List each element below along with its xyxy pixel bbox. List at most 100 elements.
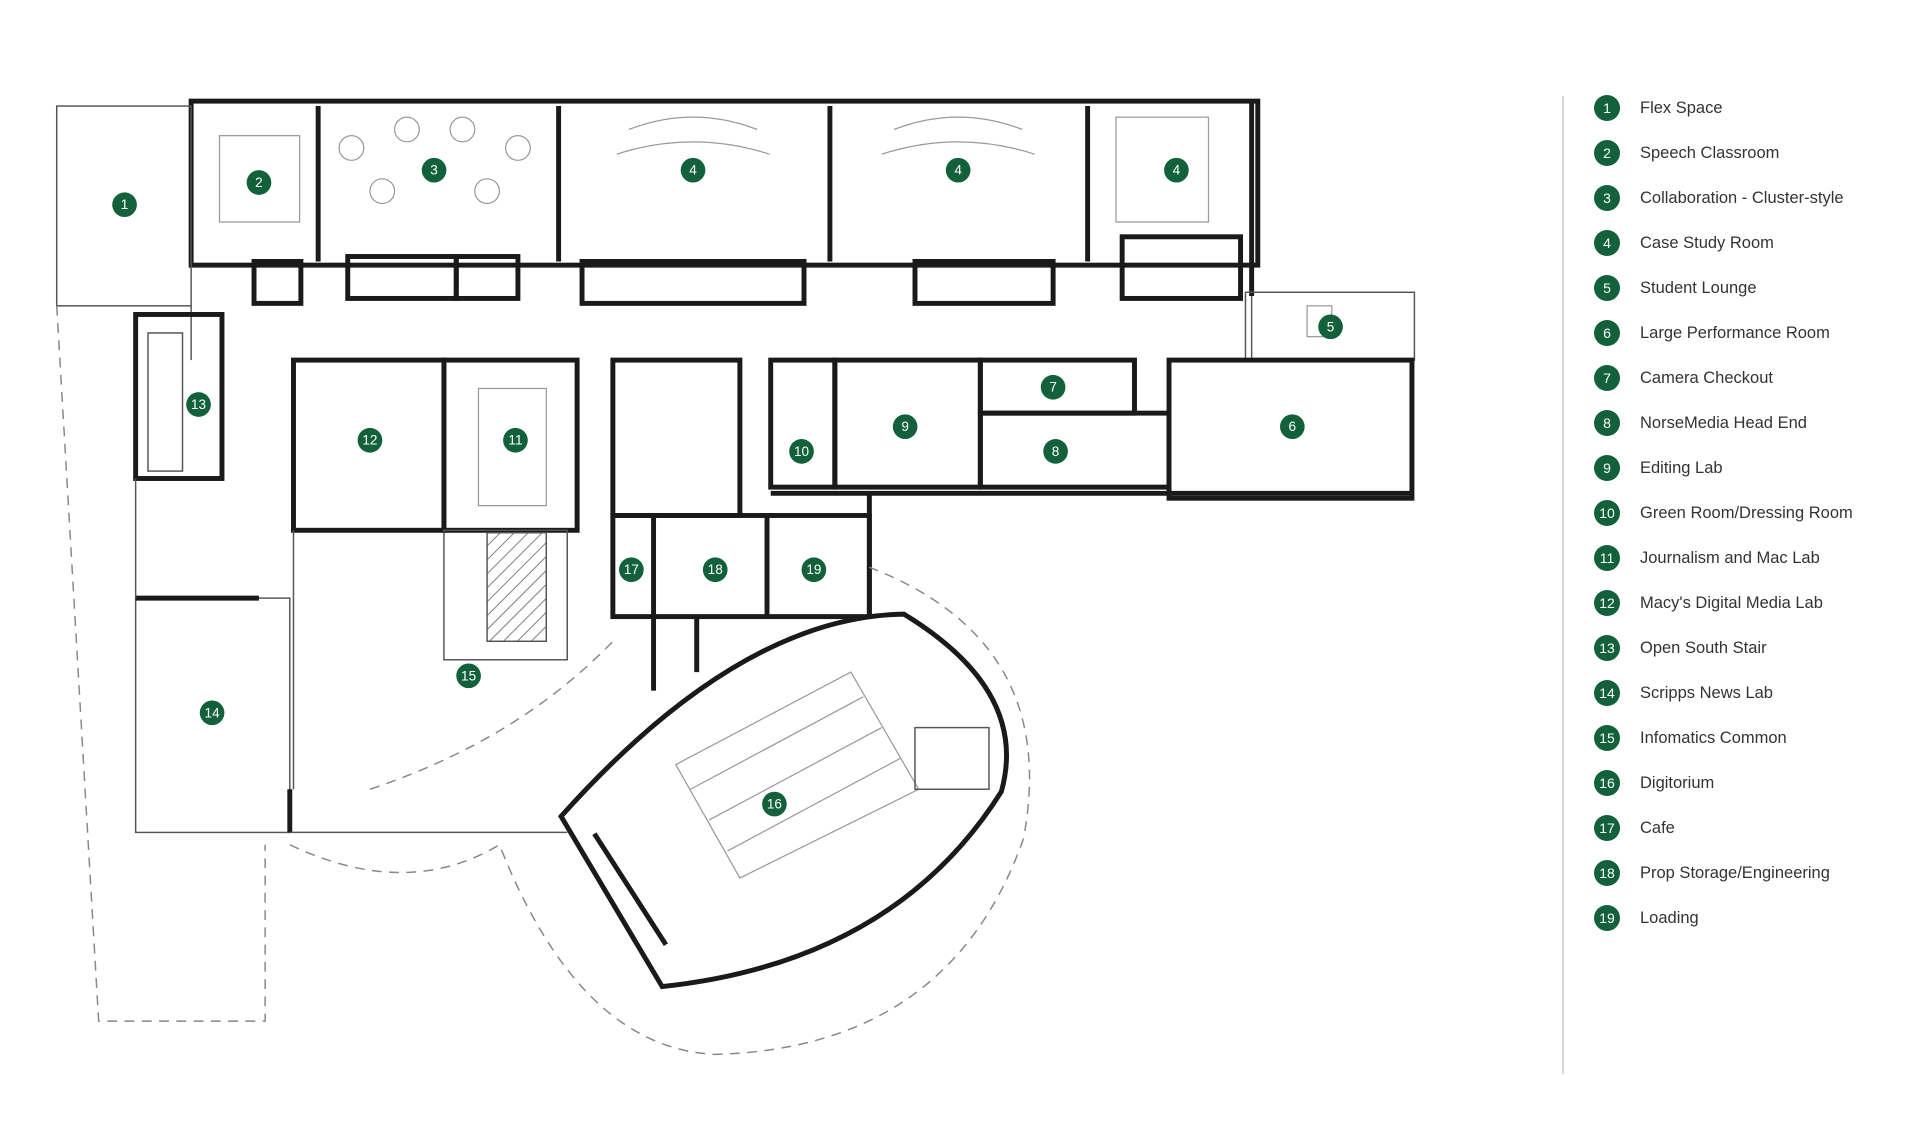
marker-circle bbox=[503, 427, 528, 453]
legend-label: Case Study Room bbox=[1640, 233, 1774, 252]
room-marker-1: 1 bbox=[112, 192, 137, 218]
legend-label: Prop Storage/Engineering bbox=[1640, 863, 1830, 882]
legend-label: Scripps News Lab bbox=[1640, 683, 1773, 702]
marker-number: 17 bbox=[624, 562, 639, 577]
room-marker-3: 3 bbox=[421, 157, 447, 183]
legend-item: 4 Case Study Room bbox=[1594, 228, 1774, 258]
legend-number-badge: 8 bbox=[1594, 410, 1620, 436]
legend-label: Open South Stair bbox=[1640, 638, 1767, 657]
room-marker-8: 8 bbox=[1043, 439, 1068, 464]
legend-label: Camera Checkout bbox=[1640, 368, 1773, 387]
marker-circle bbox=[789, 439, 814, 464]
marker-circle bbox=[1043, 439, 1068, 464]
marker-number: 7 bbox=[1049, 380, 1057, 395]
marker-number: 4 bbox=[1173, 163, 1181, 178]
room-marker-16: 16 bbox=[762, 791, 787, 817]
marker-circle bbox=[619, 557, 644, 583]
legend-item: 13 Open South Stair bbox=[1594, 633, 1767, 663]
marker-number: 11 bbox=[508, 433, 522, 448]
marker-circle bbox=[421, 157, 447, 183]
marker-number: 4 bbox=[954, 163, 962, 178]
marker-circle bbox=[892, 414, 918, 440]
room-marker-4: 4 bbox=[1164, 157, 1189, 183]
legend-number-badge: 11 bbox=[1594, 545, 1620, 571]
room-marker-4: 4 bbox=[680, 157, 706, 183]
marker-circle bbox=[456, 663, 481, 689]
building-walls bbox=[55, 98, 1416, 990]
legend-number-badge: 17 bbox=[1594, 815, 1620, 841]
legend-item: 16 Digitorium bbox=[1594, 768, 1714, 798]
marker-number: 10 bbox=[794, 444, 809, 459]
legend-number-badge: 5 bbox=[1594, 275, 1620, 301]
room-marker-13: 13 bbox=[186, 392, 211, 417]
room-marker-12: 12 bbox=[357, 427, 383, 453]
legend-number-badge: 13 bbox=[1594, 635, 1620, 661]
marker-circle bbox=[680, 157, 706, 183]
room-marker-15: 15 bbox=[456, 663, 481, 689]
legend-number-badge: 12 bbox=[1594, 590, 1620, 616]
legend-number-badge: 4 bbox=[1594, 230, 1620, 256]
room-marker-17: 17 bbox=[619, 557, 644, 583]
legend-label: Macy's Digital Media Lab bbox=[1640, 593, 1823, 612]
room-marker-10: 10 bbox=[789, 439, 814, 464]
marker-circle bbox=[1318, 314, 1343, 340]
legend-number-badge: 14 bbox=[1594, 680, 1620, 706]
legend-number-badge: 2 bbox=[1594, 140, 1620, 166]
marker-number: 2 bbox=[255, 175, 263, 190]
marker-number: 13 bbox=[191, 397, 206, 412]
legend-label: Loading bbox=[1640, 908, 1699, 927]
legend-item: 5 Student Lounge bbox=[1594, 273, 1757, 303]
legend-label: Student Lounge bbox=[1640, 278, 1757, 297]
marker-circle bbox=[186, 392, 211, 417]
marker-circle bbox=[702, 557, 728, 583]
room-marker-6: 6 bbox=[1280, 414, 1305, 440]
marker-number: 5 bbox=[1327, 319, 1335, 334]
marker-circle bbox=[357, 427, 383, 453]
marker-number: 18 bbox=[708, 562, 723, 577]
legend-label: NorseMedia Head End bbox=[1640, 413, 1807, 432]
legend-number-badge: 3 bbox=[1594, 185, 1620, 211]
marker-circle bbox=[801, 557, 827, 583]
marker-number: 4 bbox=[689, 163, 697, 178]
marker-number: 14 bbox=[205, 705, 221, 720]
legend-label: Flex Space bbox=[1640, 98, 1723, 117]
legend-number-badge: 19 bbox=[1594, 905, 1620, 931]
marker-circle bbox=[1040, 374, 1066, 400]
room-marker-19: 19 bbox=[801, 557, 827, 583]
legend-label: Journalism and Mac Lab bbox=[1640, 548, 1820, 567]
marker-number: 1 bbox=[121, 197, 129, 212]
marker-number: 16 bbox=[767, 797, 782, 812]
marker-circle bbox=[762, 791, 787, 817]
marker-number: 15 bbox=[461, 668, 476, 683]
room-marker-11: 11 bbox=[503, 427, 528, 453]
marker-number: 19 bbox=[806, 562, 821, 577]
legend-number-badge: 16 bbox=[1594, 770, 1620, 796]
legend-label: Digitorium bbox=[1640, 773, 1715, 792]
marker-number: 6 bbox=[1289, 419, 1297, 434]
marker-number: 8 bbox=[1052, 444, 1060, 459]
legend-label: Green Room/Dressing Room bbox=[1640, 503, 1853, 522]
legend-item: 11 Journalism and Mac Lab bbox=[1594, 543, 1820, 573]
legend-item: 8 NorseMedia Head End bbox=[1594, 408, 1807, 438]
marker-circle bbox=[945, 157, 971, 183]
marker-circle bbox=[1164, 157, 1189, 183]
room-marker-4: 4 bbox=[945, 157, 971, 183]
legend-label: Editing Lab bbox=[1640, 458, 1723, 477]
marker-number: 12 bbox=[362, 433, 377, 448]
room-marker-18: 18 bbox=[702, 557, 728, 583]
legend-item: 12 Macy's Digital Media Lab bbox=[1594, 588, 1823, 618]
legend-number-badge: 6 bbox=[1594, 320, 1620, 346]
marker-circle bbox=[199, 700, 225, 726]
room-marker-7: 7 bbox=[1040, 374, 1066, 400]
